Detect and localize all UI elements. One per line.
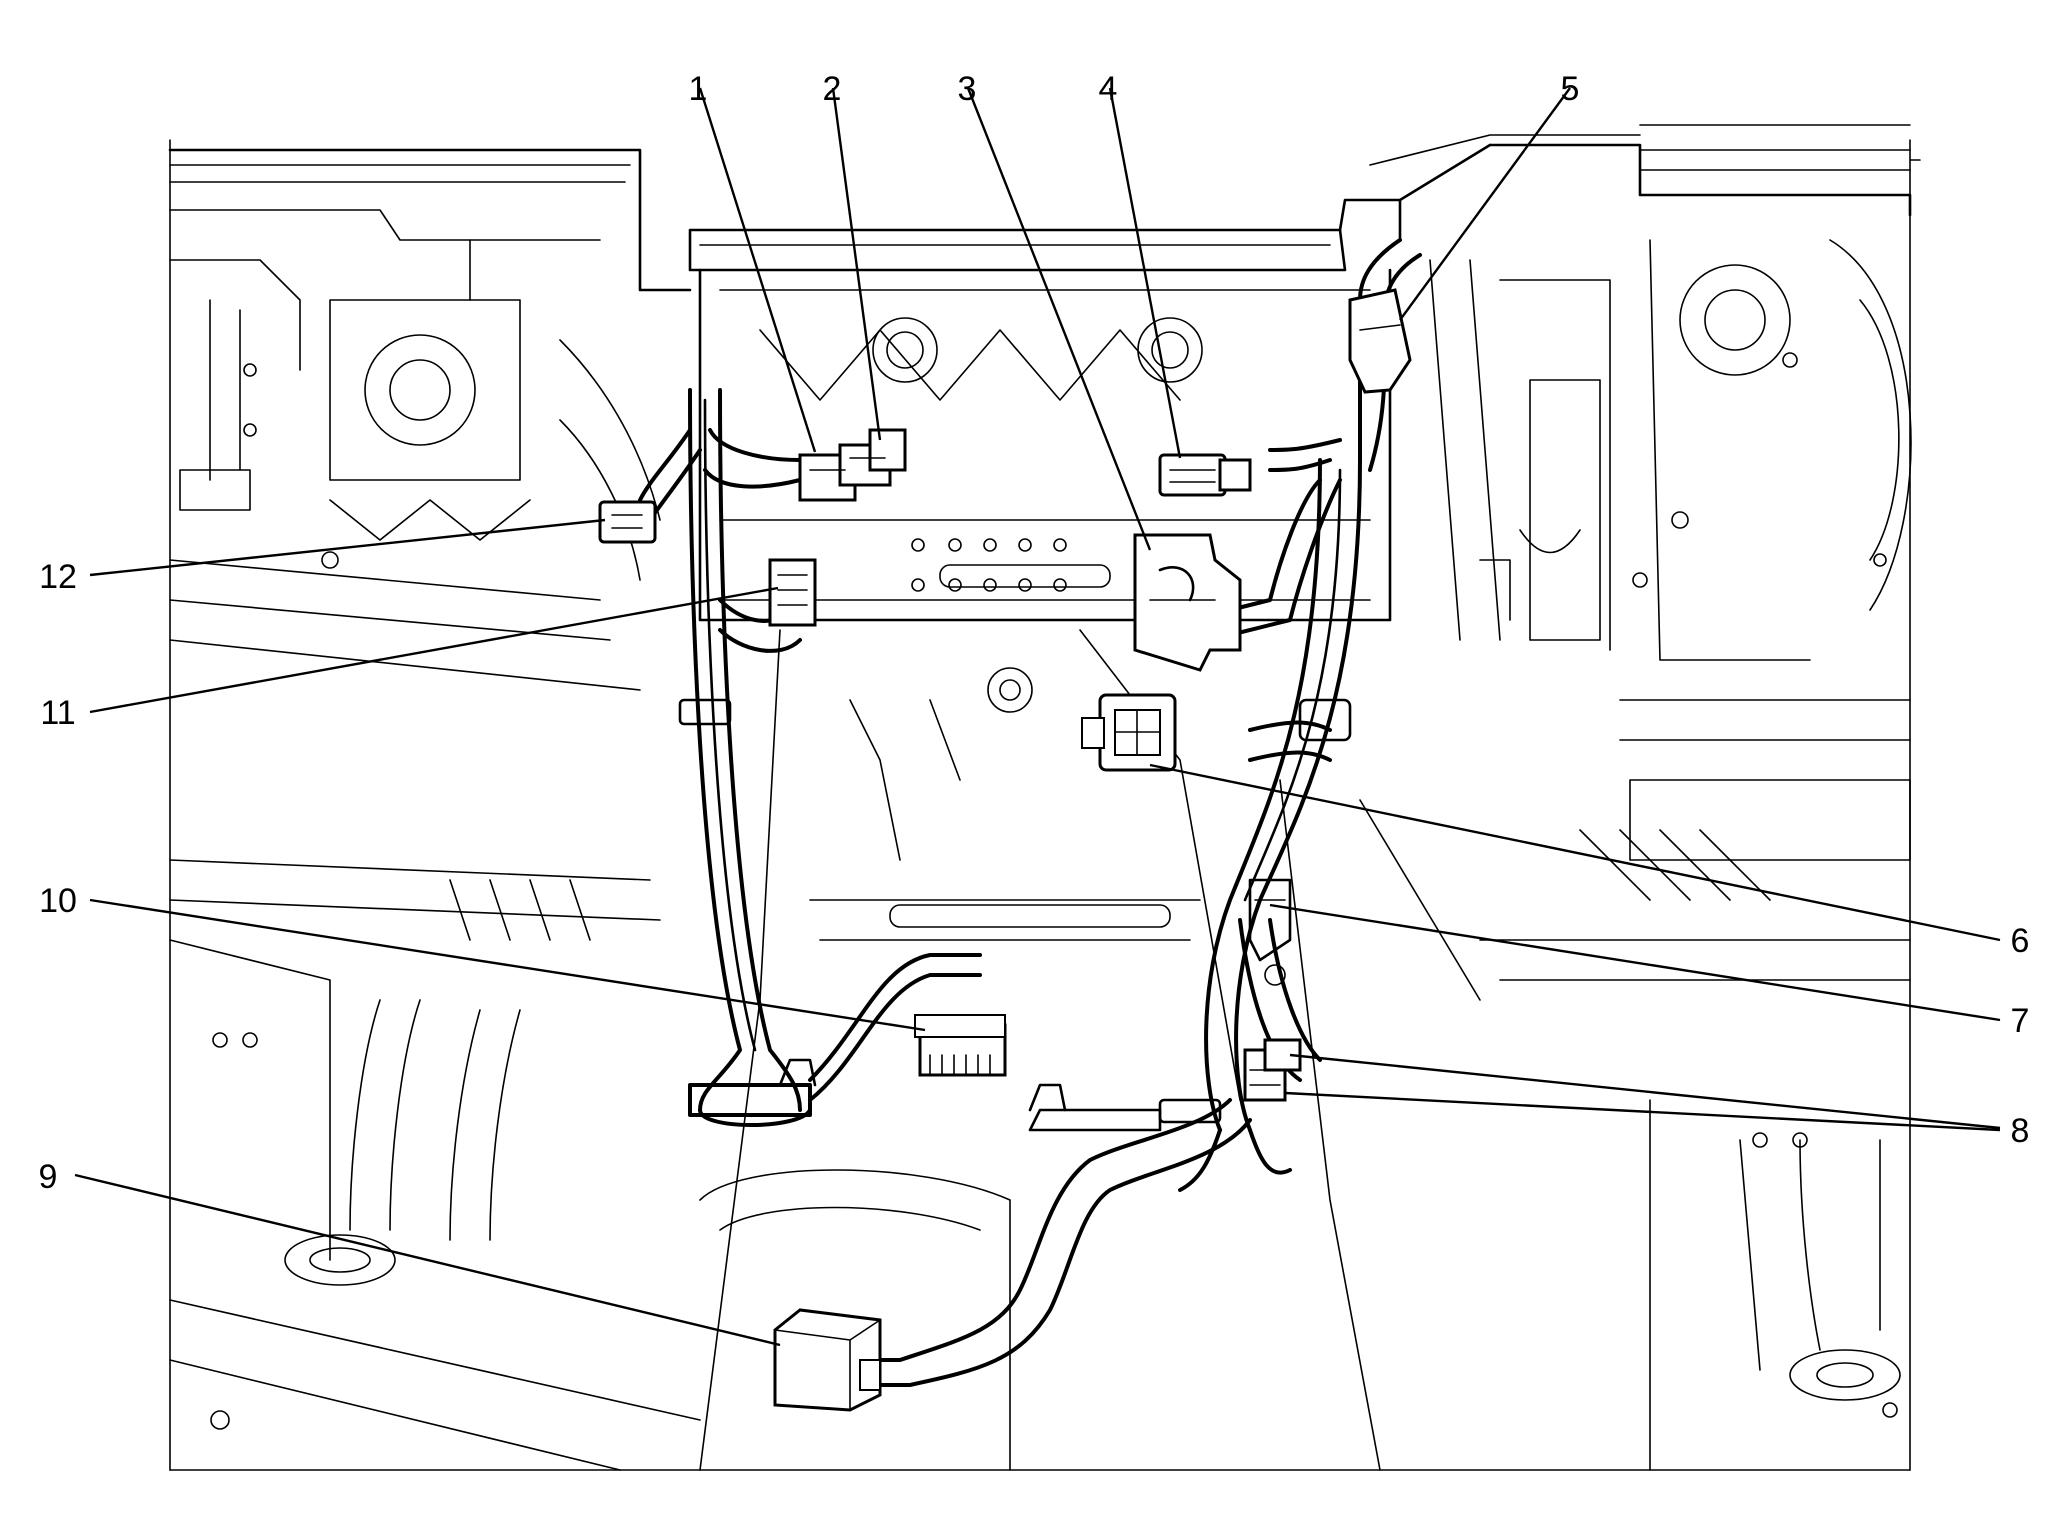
connector-12 [598, 500, 657, 544]
connector-10 [914, 1014, 1007, 1077]
connector-11 [768, 558, 817, 627]
connector-5 [1348, 288, 1412, 394]
center-bracket [698, 268, 1392, 622]
callout-6: 6 [2011, 922, 2030, 960]
leader-5 [1399, 87, 1571, 321]
callout-4: 4 [1099, 70, 1118, 108]
leader-12 [89, 518, 606, 577]
leader-8a [1289, 1053, 2001, 1130]
left-side-structure [169, 209, 661, 691]
callout-5: 5 [1561, 70, 1580, 108]
leader-4 [1108, 87, 1182, 459]
wiring-harness [638, 238, 1422, 1387]
dash-cross-beam [168, 124, 1921, 292]
line-art [168, 124, 1921, 1471]
callout-9: 9 [39, 1158, 58, 1196]
connector-6 [1081, 693, 1177, 772]
leader-8b [1284, 1091, 2001, 1132]
module-3 [1133, 533, 1242, 672]
leader-7 [1269, 903, 2001, 1022]
leader-9 [74, 1173, 781, 1347]
connector-1-2 [798, 428, 907, 502]
callout-7: 7 [2011, 1002, 2030, 1040]
callout-labels: 1 2 3 4 5 6 7 8 9 10 11 12 [39, 70, 2030, 1196]
leader-10 [89, 898, 926, 1032]
callout-1: 1 [689, 70, 708, 108]
connector-8 [1243, 1038, 1302, 1102]
leader-lines [74, 87, 2001, 1347]
callout-8: 8 [2011, 1112, 2030, 1150]
frame-edges [169, 139, 1911, 1471]
leader-1 [698, 87, 817, 453]
callout-3: 3 [958, 70, 977, 108]
connector-9 [773, 1308, 882, 1412]
leader-2 [831, 87, 882, 441]
floor-pan-right [1279, 779, 1911, 1471]
callout-12: 12 [39, 558, 77, 596]
connectors [598, 288, 1412, 1412]
leader-11 [89, 586, 779, 714]
callout-10: 10 [39, 882, 77, 920]
connector-4 [1158, 453, 1252, 497]
leader-6 [1149, 763, 2001, 942]
floor-pan-left [169, 859, 701, 1471]
leader-3 [966, 87, 1152, 551]
right-side-structure [1429, 239, 1912, 861]
callout-11: 11 [40, 694, 75, 732]
callout-2: 2 [823, 70, 842, 108]
bracket-7 [1248, 878, 1292, 986]
